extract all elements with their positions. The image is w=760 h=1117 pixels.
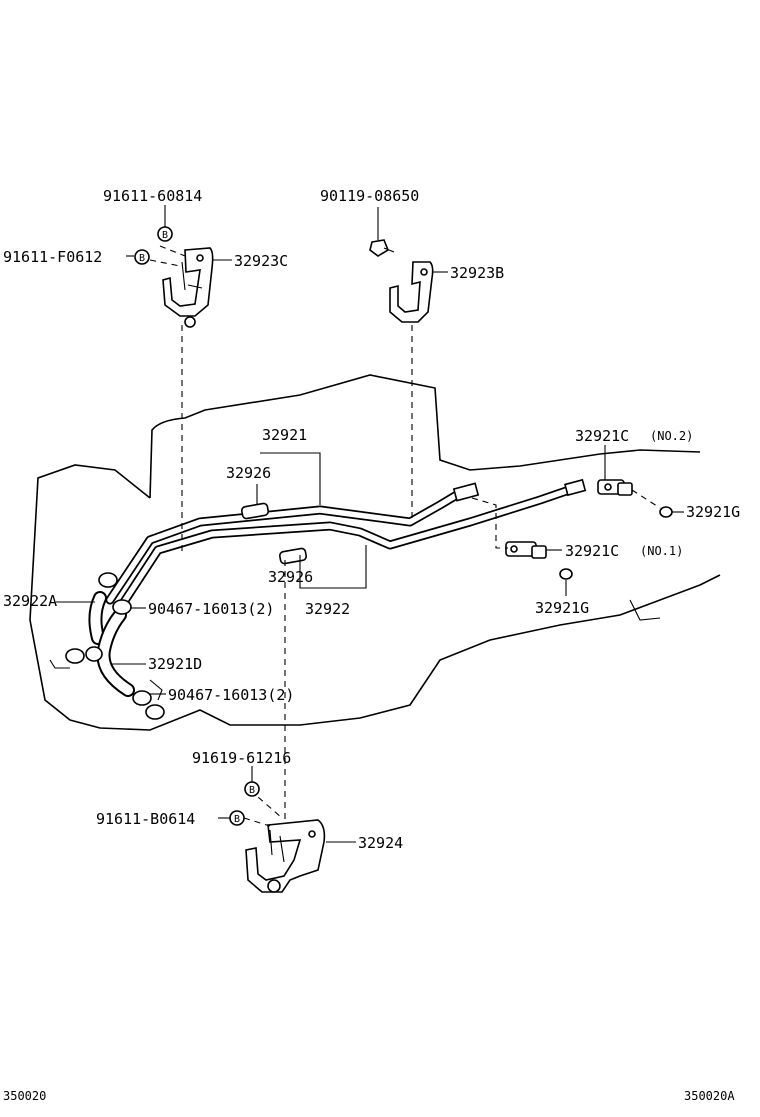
label-32922a: 32922A [3, 592, 57, 610]
leader-lines [56, 205, 684, 843]
pipe-fittings [452, 478, 587, 502]
label-90467-16013-a: 90467-16013(2) [148, 600, 274, 618]
label-32926-top: 32926 [226, 464, 271, 482]
label-32921c-no2: 32921C [575, 427, 629, 445]
label-90467-16013-b: 90467-16013(2) [168, 686, 294, 704]
oil-pipes [105, 483, 580, 610]
circle-b-marker-4: B [229, 810, 245, 826]
svg-text:B: B [234, 814, 240, 825]
hose-32922a [88, 591, 107, 645]
label-91611-60814: 91611-60814 [103, 187, 202, 205]
alignment-lines [149, 245, 661, 827]
bracket-32923c [162, 247, 214, 328]
union-32921c-no1 [505, 541, 547, 559]
label-91619-61216: 91619-61216 [192, 749, 291, 767]
label-91611-f0612: 91611-F0612 [3, 248, 102, 266]
footer-left-code: 350020 [3, 1089, 46, 1103]
transmission-outline [29, 374, 721, 731]
label-32923c: 32923C [234, 252, 288, 270]
label-32926-mid: 32926 [268, 568, 313, 586]
svg-text:B: B [249, 785, 255, 796]
label-32921c-no1: 32921C [565, 542, 619, 560]
label-no2: (NO.2) [650, 429, 693, 443]
union-32921c-no2 [597, 479, 633, 496]
label-32924: 32924 [358, 834, 403, 852]
circle-b-marker-3: B [244, 781, 260, 797]
circle-b-marker-2: B [134, 249, 150, 265]
o-rings-32921g [559, 506, 673, 580]
label-91611-b0614: 91611-B0614 [96, 810, 195, 828]
label-90119-08650: 90119-08650 [320, 187, 419, 205]
label-32921g-right: 32921G [686, 503, 740, 521]
label-32922: 32922 [305, 600, 350, 618]
sleeve-32926-mid [278, 547, 308, 565]
bracket-32924 [245, 819, 326, 893]
label-32923b: 32923B [450, 264, 504, 282]
footer-right-code: 350020A [684, 1089, 735, 1103]
svg-text:B: B [162, 230, 168, 241]
hose-clamps [65, 572, 165, 720]
circle-b-marker-1: B [157, 226, 173, 242]
svg-text:B: B [139, 253, 145, 264]
label-32921: 32921 [262, 426, 307, 444]
bracket-32923b [369, 239, 434, 323]
label-32921g-lower: 32921G [535, 599, 589, 617]
sleeve-32926-top [240, 502, 270, 520]
label-32921d: 32921D [148, 655, 202, 673]
label-no1: (NO.1) [640, 544, 683, 558]
hose-32921d [96, 608, 135, 697]
